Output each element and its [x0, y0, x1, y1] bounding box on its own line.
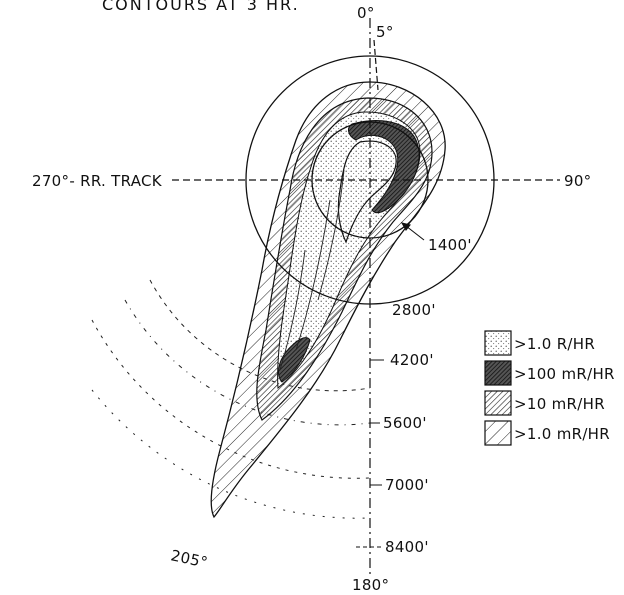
axes	[172, 18, 560, 575]
label-180deg: 180°	[352, 576, 389, 594]
contour-100mr	[348, 120, 420, 214]
label-270deg-track: 270°- RR. TRACK	[32, 172, 163, 190]
label-0deg: 0°	[357, 4, 375, 22]
label-205deg: 205°	[169, 546, 209, 571]
label-8400: 8400'	[385, 538, 429, 556]
legend-label-10mr: >10 mR/HR	[514, 395, 605, 413]
label-2800: 2800'	[392, 301, 436, 319]
distance-ticks	[356, 359, 384, 548]
plume-inner-lines	[279, 169, 345, 371]
arc-4200	[149, 279, 371, 392]
legend-label-1mr: >1.0 mR/HR	[514, 425, 610, 443]
legend-swatch-10mr	[484, 390, 512, 416]
legend-label-100mr: >100 mR/HR	[514, 365, 615, 383]
leader-1400	[400, 222, 425, 241]
axis-5deg	[373, 39, 379, 91]
legend-swatch-1mr	[484, 420, 512, 446]
label-5600: 5600'	[383, 414, 427, 432]
arc-7000	[91, 319, 371, 479]
diagram-title: CONTOURS AT 3 HR.	[102, 0, 300, 14]
label-4200: 4200'	[390, 351, 434, 369]
legend-label-1r: >1.0 R/HR	[514, 335, 595, 353]
distance-arcs	[91, 279, 371, 519]
label-90deg: 90°	[564, 172, 592, 190]
label-1400: 1400'	[428, 236, 472, 254]
label-7000: 7000'	[385, 476, 429, 494]
legend: >1.0 R/HR >100 mR/HR >10 mR/HR >1.0 mR/H…	[484, 330, 615, 446]
contour-1r	[337, 140, 397, 244]
legend-swatch-1r	[484, 330, 512, 356]
legend-swatch-100mr	[484, 360, 512, 386]
label-5deg: 5°	[376, 23, 394, 41]
contour-100mr-lower	[278, 337, 311, 383]
